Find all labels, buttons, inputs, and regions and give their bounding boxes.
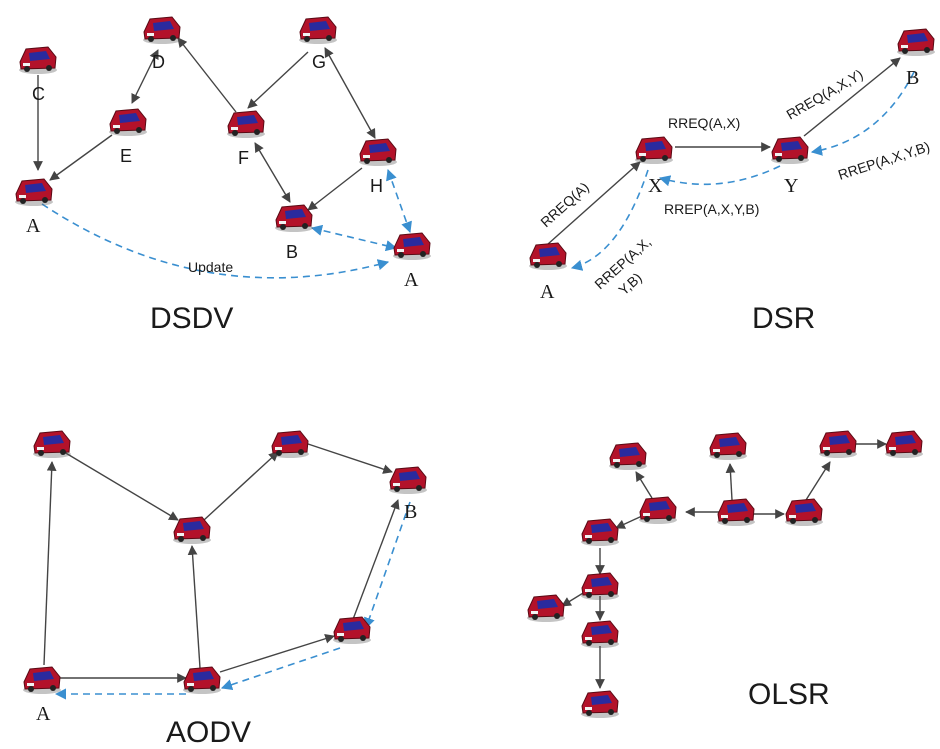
car-icon — [108, 108, 148, 137]
dashed-reply-y-x — [658, 165, 781, 187]
node-label-b: B — [286, 242, 298, 262]
car-icon — [526, 594, 566, 623]
node-label-a-dest: A — [404, 269, 419, 291]
olsr-panel: OLSR — [526, 430, 924, 719]
car-icon — [392, 232, 432, 261]
car-icon — [896, 28, 936, 57]
edge-e-a — [49, 134, 113, 181]
edge-g-f — [247, 51, 309, 109]
edge-f-b — [254, 142, 291, 203]
node-label-e: E — [120, 146, 132, 166]
dashed-edge-h-a — [386, 168, 412, 234]
car-icon — [580, 518, 620, 547]
edge-d-e — [131, 49, 159, 104]
edge-top-left-center — [63, 451, 179, 521]
car-icon — [716, 498, 756, 527]
update-label: Update — [188, 259, 233, 275]
car-icon — [226, 110, 266, 139]
car-icon — [274, 204, 314, 233]
olsr-edge — [805, 461, 831, 501]
car-icon — [332, 616, 372, 645]
edge-a-x — [547, 161, 641, 245]
dsr-panel: A X Y B RREQ(A) RREQ(A,X) RREQ(A,X,Y) RR… — [528, 28, 936, 335]
car-icon — [818, 430, 858, 459]
node-label-a: A — [540, 281, 555, 303]
node-label-a: A — [36, 703, 51, 725]
dashed-edge-b-right — [364, 501, 411, 630]
olsr-edge — [635, 471, 653, 499]
olsr-title: OLSR — [748, 678, 830, 711]
car-icon — [580, 620, 620, 649]
car-icon — [708, 432, 748, 461]
edge-bottom-center-right — [219, 633, 335, 673]
car-icon — [528, 242, 568, 271]
node-label-f: F — [238, 148, 249, 168]
car-icon — [182, 666, 222, 695]
car-icon — [634, 136, 674, 165]
car-icon — [142, 16, 182, 45]
node-label-b: B — [906, 67, 919, 89]
dsr-title: DSR — [752, 302, 815, 335]
rrep-yb-label: RREP(A,X,Y,B) — [836, 138, 932, 183]
node-label-d: D — [152, 52, 165, 72]
edge-a-top-left — [43, 461, 57, 666]
rrep-xy-label: RREP(A,X,Y,B) — [664, 201, 759, 217]
dashed-update-path — [41, 203, 390, 279]
node-label-x: X — [648, 175, 663, 197]
dashed-edge-right-bottom-center — [220, 647, 341, 691]
car-icon — [14, 178, 54, 207]
edge-h-b — [307, 167, 363, 211]
car-icon — [18, 46, 58, 75]
car-icon — [580, 690, 620, 719]
edge-top-b — [301, 441, 393, 474]
car-icon — [608, 442, 648, 471]
node-label-c: C — [32, 84, 45, 104]
edge-g-h — [324, 47, 376, 139]
dsdv-panel: C D G E F H A B A Update DSDV — [14, 16, 432, 335]
dashed-reply-b-y — [810, 71, 915, 156]
rreq-axy-label: RREQ(A,X,Y) — [784, 66, 866, 123]
dashed-edge-b-a — [310, 224, 398, 252]
edge-center-top — [203, 451, 279, 521]
car-icon — [784, 498, 824, 527]
node-label-b: B — [404, 501, 417, 523]
aodv-panel: B A AODV — [22, 430, 428, 749]
olsr-edge — [725, 463, 736, 501]
car-icon — [270, 430, 310, 459]
rreq-ax-label: RREQ(A,X) — [668, 115, 740, 131]
car-icon — [388, 466, 428, 495]
car-icon — [770, 136, 810, 165]
car-icon — [358, 138, 398, 167]
car-icon — [580, 572, 620, 601]
car-icon — [638, 496, 678, 525]
edge-bottom-center-center — [187, 545, 201, 669]
node-label-h: H — [370, 176, 383, 196]
edge-right-b — [351, 499, 400, 623]
aodv-title: AODV — [166, 716, 251, 749]
car-icon — [298, 16, 338, 45]
car-icon — [172, 516, 212, 545]
node-label-y: Y — [784, 175, 798, 197]
car-icon — [884, 430, 924, 459]
olsr-edge — [615, 515, 643, 529]
node-label-a-source: A — [26, 215, 41, 237]
dsdv-title: DSDV — [150, 302, 233, 335]
edge-d-f — [177, 37, 237, 113]
car-icon — [32, 430, 72, 459]
dashed-reply-x-a — [570, 169, 649, 271]
edge-y-b — [803, 57, 901, 137]
car-icon — [22, 666, 62, 695]
rreq-a-label: RREQ(A) — [537, 179, 592, 230]
node-label-g: G — [312, 52, 326, 72]
